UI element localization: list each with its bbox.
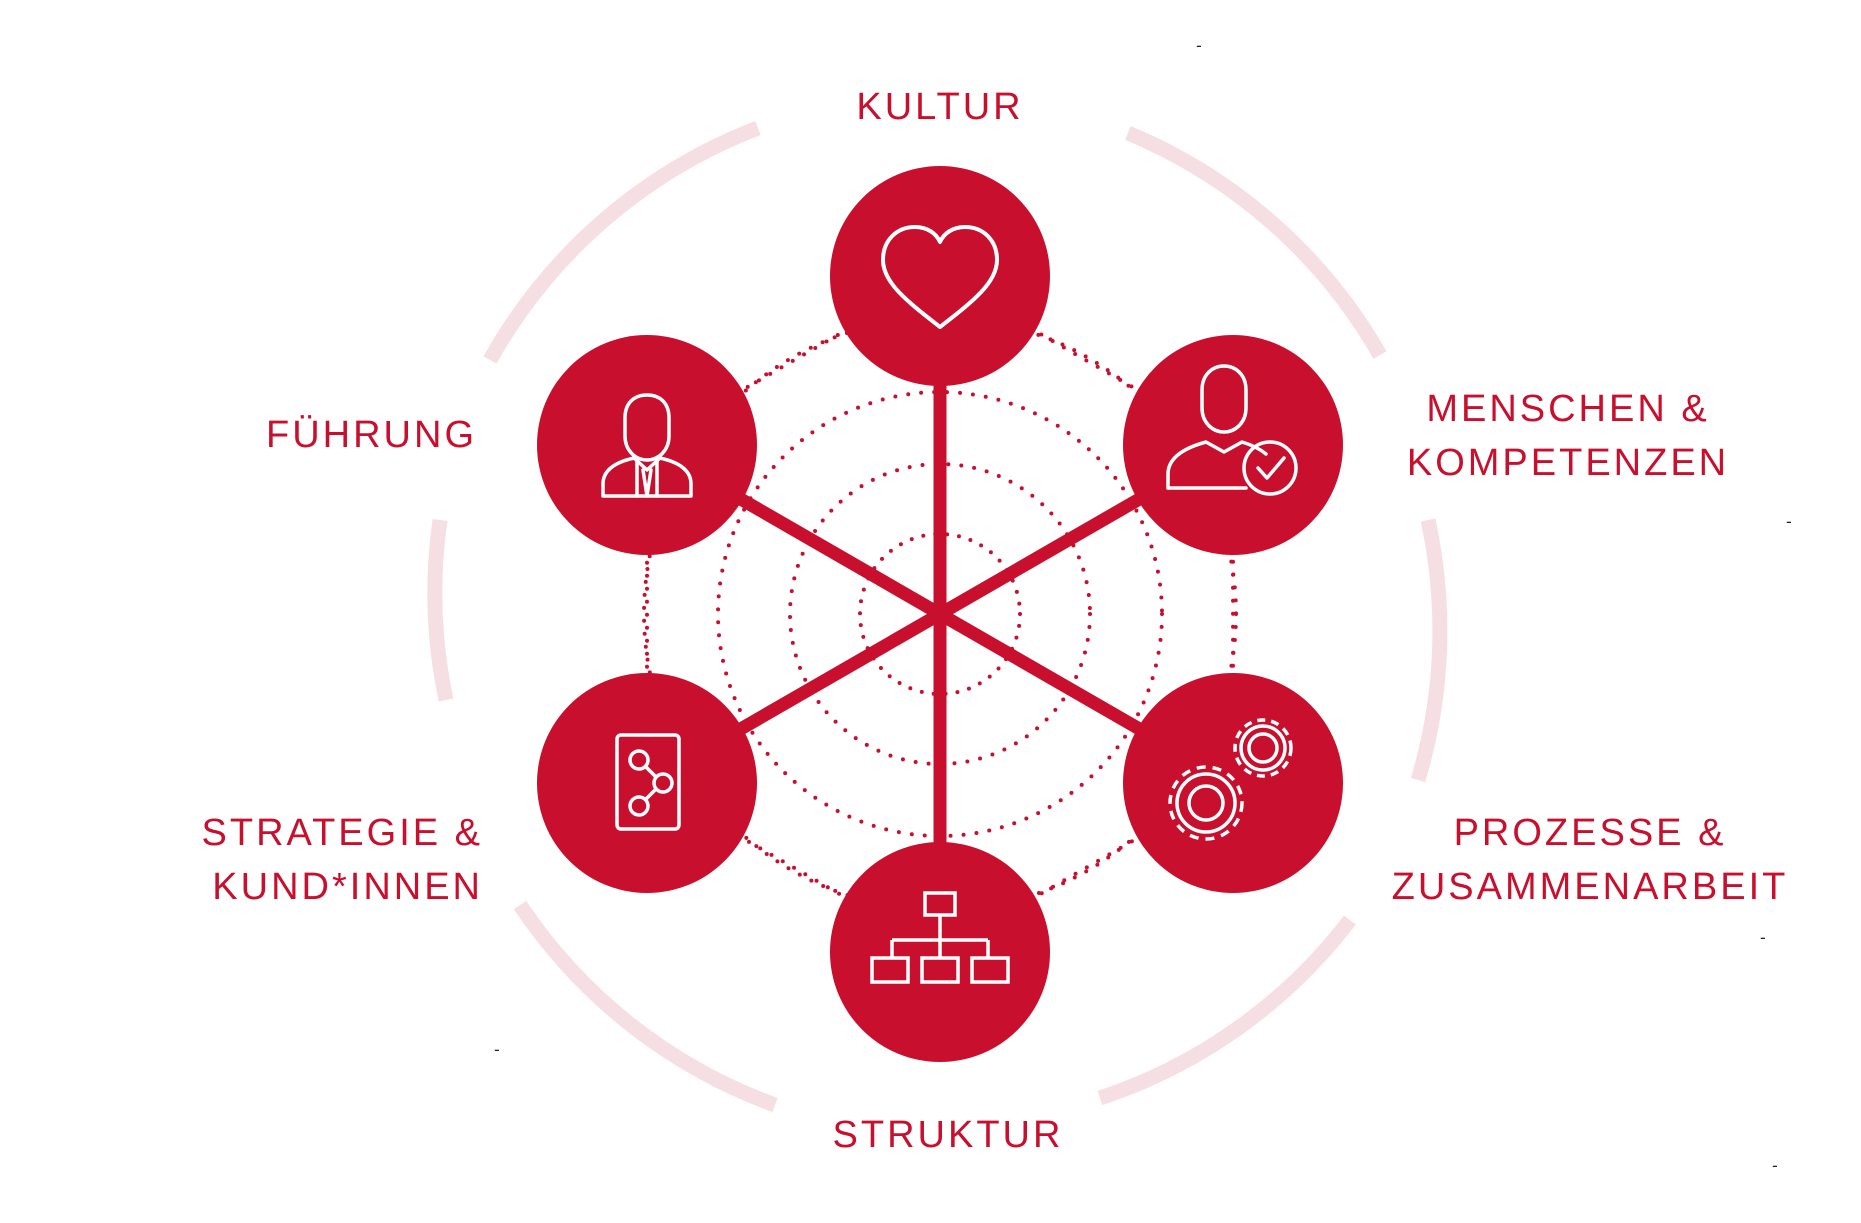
label-fuehrung-line-1: FÜHRUNG (266, 414, 477, 456)
outer-ring-segment-bottom-right (1097, 915, 1356, 1106)
gears-icon (1168, 718, 1293, 841)
node-menschen[interactable] (1123, 335, 1343, 555)
label-menschen: MENSCHEN & KOMPETENZEN (1407, 382, 1729, 490)
label-strategie-line-1: STRATEGIE & (201, 812, 483, 854)
dash-mark-1: - (1196, 36, 1202, 55)
dash-mark-3: - (1760, 928, 1766, 947)
dotted-ring-4 (642, 316, 1238, 912)
spoke-fuehrung-prozesse (643, 439, 1237, 789)
dotted-ring-1 (858, 532, 1022, 696)
outer-ring-segment-top-right (1125, 126, 1387, 359)
dash-mark-2: - (1786, 512, 1792, 531)
node-fuehrung[interactable] (537, 335, 757, 555)
label-strategie-line-2: KUND*INNEN (212, 866, 483, 908)
label-kultur-line-1: KULTUR (856, 86, 1024, 128)
outer-ring-segment-bottom-left (513, 900, 778, 1113)
heart-icon (881, 225, 999, 329)
node-kultur[interactable] (830, 166, 1050, 386)
outer-ring-segment-left (427, 518, 454, 702)
node-struktur[interactable] (830, 842, 1050, 1062)
label-prozesse-line-2: ZUSAMMENARBEIT (1391, 866, 1789, 908)
spokes (643, 276, 1237, 952)
dash-mark-4: - (494, 1040, 500, 1059)
businessman-icon (601, 393, 693, 498)
node-prozesse[interactable] (1123, 673, 1343, 893)
dotted-ring-3 (716, 390, 1164, 838)
label-prozesse: PROZESSE & ZUSAMMENARBEIT (1392, 806, 1789, 914)
label-fuehrung: FÜHRUNG (266, 408, 477, 462)
label-menschen-line-1: MENSCHEN & (1426, 388, 1710, 430)
label-strategie: STRATEGIE & KUND*INNEN (202, 806, 483, 914)
org-chart-icon (870, 891, 1010, 984)
outer-ring-segment-top-left (483, 120, 761, 364)
node-strategie[interactable] (537, 673, 757, 893)
outer-ring (427, 120, 1448, 1113)
outer-ring-segment-right (1410, 518, 1448, 783)
label-menschen-line-2: KOMPETENZEN (1406, 442, 1730, 484)
person-check-icon (1166, 364, 1298, 496)
strategy-document-icon (615, 733, 681, 831)
label-struktur: STRUKTUR (833, 1108, 1064, 1162)
label-struktur-line-1: STRUKTUR (832, 1114, 1064, 1156)
dash-mark-5: - (1772, 1156, 1778, 1175)
label-kultur: KULTUR (856, 80, 1023, 134)
label-prozesse-line-1: PROZESSE & (1453, 812, 1727, 854)
